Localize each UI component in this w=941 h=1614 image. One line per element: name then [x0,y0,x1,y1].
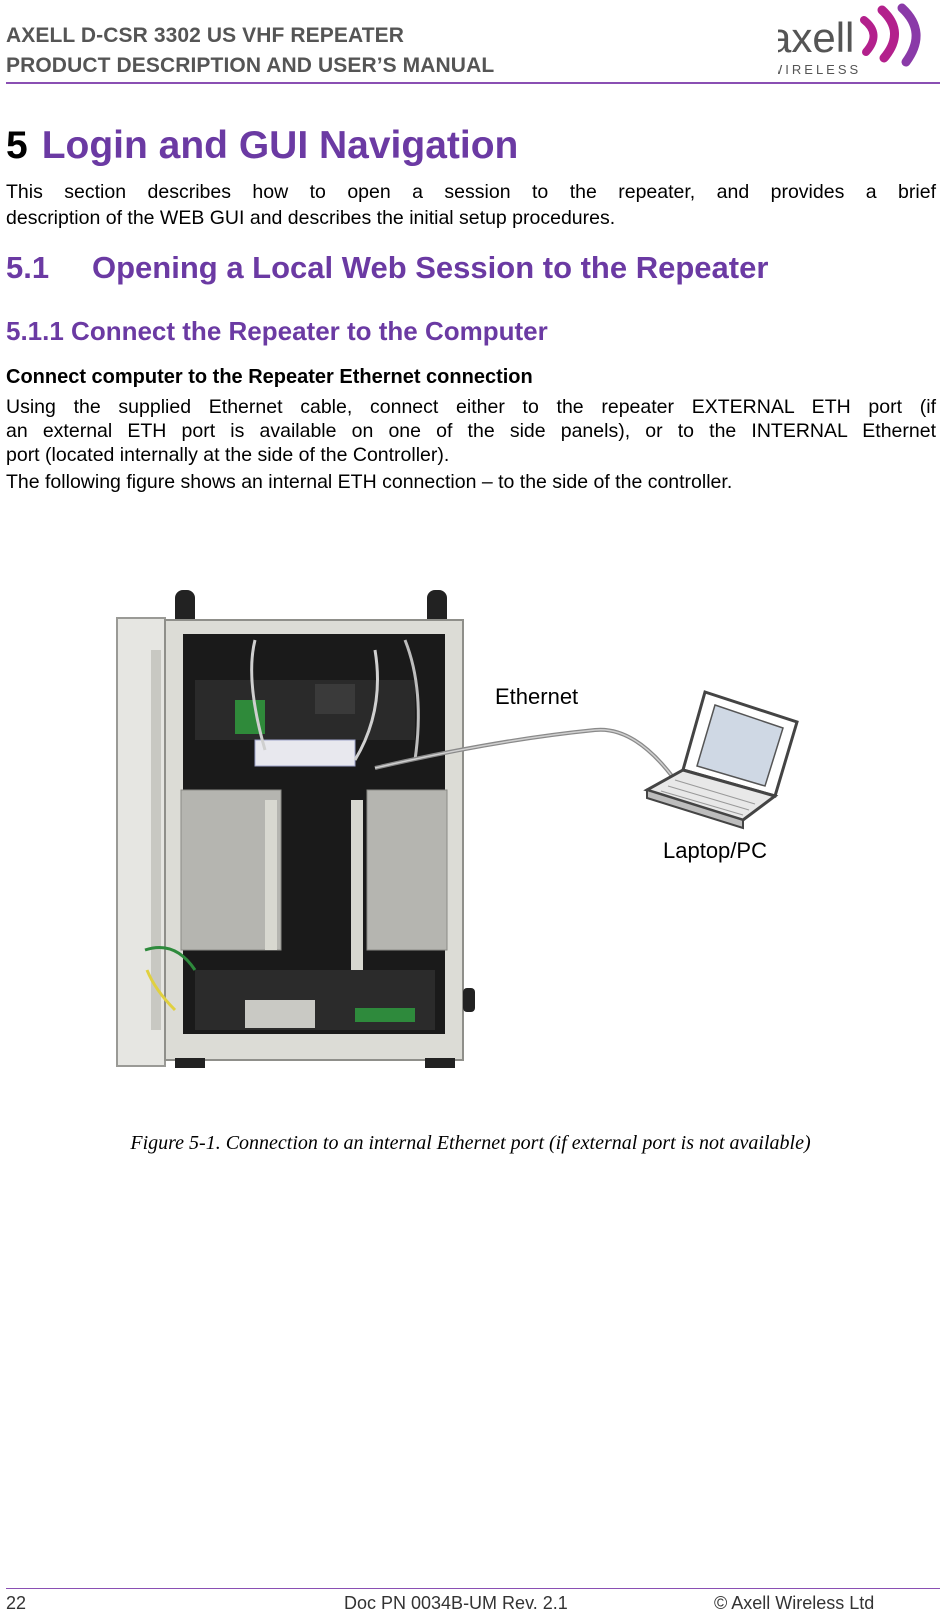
subsection-title: Opening a Local Web Session to the Repea… [92,250,769,285]
footer-copyright: © Axell Wireless Ltd [714,1593,875,1613]
section-heading: 5 Login and GUI Navigation [6,124,518,168]
header-divider [6,82,940,84]
label-ethernet: Ethernet [495,684,579,709]
intro-line-2: description of the WEB GUI and describes… [6,207,616,229]
axell-wireless-logo: axell WIRELESS [778,3,921,77]
laptop-icon [643,690,799,830]
step-line-1: Using the supplied Ethernet cable, conne… [6,396,936,418]
figure-caption: Figure 5-1. Connection to an internal Et… [130,1132,811,1154]
step-line-4: The following figure shows an internal E… [6,471,733,493]
subsection-number: 5.1 [6,250,50,285]
section-number: 5 [6,124,28,167]
logo-subtext: WIRELESS [778,62,861,77]
repeater-photo [116,590,799,1068]
step-line-3: port (located internally at the side of … [6,444,450,466]
logo-text: axell [778,14,854,61]
page-header: AXELL D-CSR 3302 US VHF REPEATER PRODUCT… [0,0,941,84]
footer-divider [6,1588,940,1589]
footer-doc-number: Doc PN 0034B-UM Rev. 2.1 [344,1593,568,1613]
header-product-title: AXELL D-CSR 3302 US VHF REPEATER [6,24,405,47]
connection-figure: Ethernet Laptop/PC [115,590,815,1100]
subsection-heading: 5.1 Opening a Local Web Session to the Re… [6,250,768,286]
step-line-2: an external ETH port is available on one… [6,420,936,442]
footer-page-number: 22 [6,1593,27,1613]
label-laptop: Laptop/PC [663,838,767,863]
step-heading: Connect computer to the Repeater Etherne… [6,366,533,388]
intro-line-1: This section describes how to open a ses… [6,181,936,203]
subsubsection-heading: 5.1.1 Connect the Repeater to the Comput… [6,316,548,346]
section-title: Login and GUI Navigation [41,124,519,167]
header-manual-title: PRODUCT DESCRIPTION AND USER’S MANUAL [6,54,495,77]
